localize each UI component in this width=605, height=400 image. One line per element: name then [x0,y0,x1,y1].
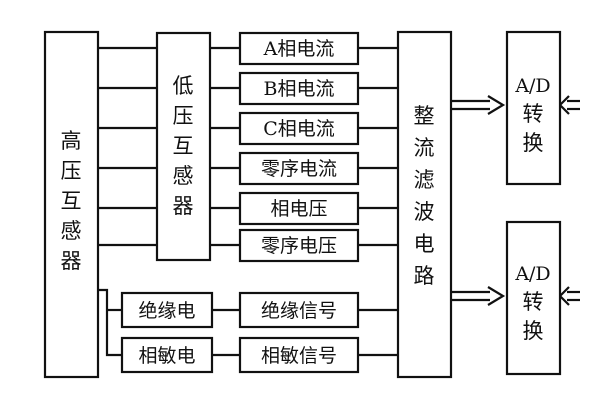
insulation-signal-box [238,291,360,329]
phase-sensitive-source-label: 相敏电 [138,345,195,367]
insulation-signal-label: 绝缘信号 [261,300,337,322]
phase-sensitive-source-box [120,336,214,374]
hv-char-2: 压 [61,159,82,183]
lv-to-signal-wires [210,46,240,247]
signal-box-a-current [238,31,360,66]
signal-to-rectifier-wires [358,46,398,247]
hv-char-5: 器 [61,249,82,273]
ad-bottom-label-1: A/D [514,263,550,285]
signal-label-zero-seq-current: 零序电流 [261,158,337,180]
signal-box-c-current [238,111,360,146]
signal-box-zero-seq-current [238,151,360,186]
hv-char-1: 高 [61,129,82,153]
lv-char-3: 互 [173,134,194,158]
ad-top-label-1: A/D [514,75,550,97]
hv-transformer-block: 高 压 互 感 器 [43,30,100,379]
rect-char-5: 电 [414,232,435,256]
hv-to-lv-wires [98,46,157,247]
rectifier-filter-block: 整 流 滤 波 电 路 [396,30,453,379]
signal-boxes: A相电流 B相电流 C相电流 零序电流 相电压 零序电压 [238,31,360,263]
lv-char-5: 器 [173,194,194,218]
lv-char-1: 低 [173,74,194,98]
phase-sensitive-row: 相敏电 相敏信号 [120,336,360,374]
ad-bottom-label-3: 换 [523,319,544,343]
lv-char-4: 感 [173,164,194,188]
ad-converter-bottom: A/D 转 换 [505,220,562,376]
hv-char-3: 互 [61,189,82,213]
signal-label-c-current: C相电流 [263,118,335,140]
lower-branch-wires [98,288,398,357]
signal-label-a-current: A相电流 [263,38,335,60]
insulation-row: 绝缘电 绝缘信号 [120,291,360,329]
signal-label-zero-seq-voltage: 零序电压 [261,235,337,257]
ad-top-input-arrow [558,95,580,115]
insulation-source-label: 绝缘电 [138,300,195,322]
ad-bottom-input-arrow [558,286,580,306]
ad-top-label-3: 换 [523,131,544,155]
lv-char-2: 压 [173,104,194,128]
rect-char-3: 滤 [414,168,435,192]
signal-box-phase-voltage [238,191,360,226]
ad-bottom-label-2: 转 [523,290,544,314]
phase-sensitive-signal-box [238,336,360,374]
signal-box-zero-seq-voltage [238,228,360,263]
hv-char-4: 感 [61,219,82,243]
rectifier-to-ad-bottom-arrow [451,286,506,306]
ad-converter-top: A/D 转 换 [505,30,562,186]
rect-char-2: 流 [414,136,435,160]
rect-char-1: 整 [414,104,435,128]
phase-sensitive-signal-label: 相敏信号 [261,345,337,367]
rect-char-4: 波 [414,200,435,224]
signal-box-b-current [238,71,360,106]
insulation-source-box [120,291,214,329]
signal-label-b-current: B相电流 [264,78,335,100]
rect-char-6: 路 [414,264,435,288]
rectifier-to-ad-top-arrow [451,95,506,115]
ad-top-label-2: 转 [523,102,544,126]
signal-label-phase-voltage: 相电压 [270,198,327,220]
lv-transformer-block: 低 压 互 感 器 [155,31,212,262]
